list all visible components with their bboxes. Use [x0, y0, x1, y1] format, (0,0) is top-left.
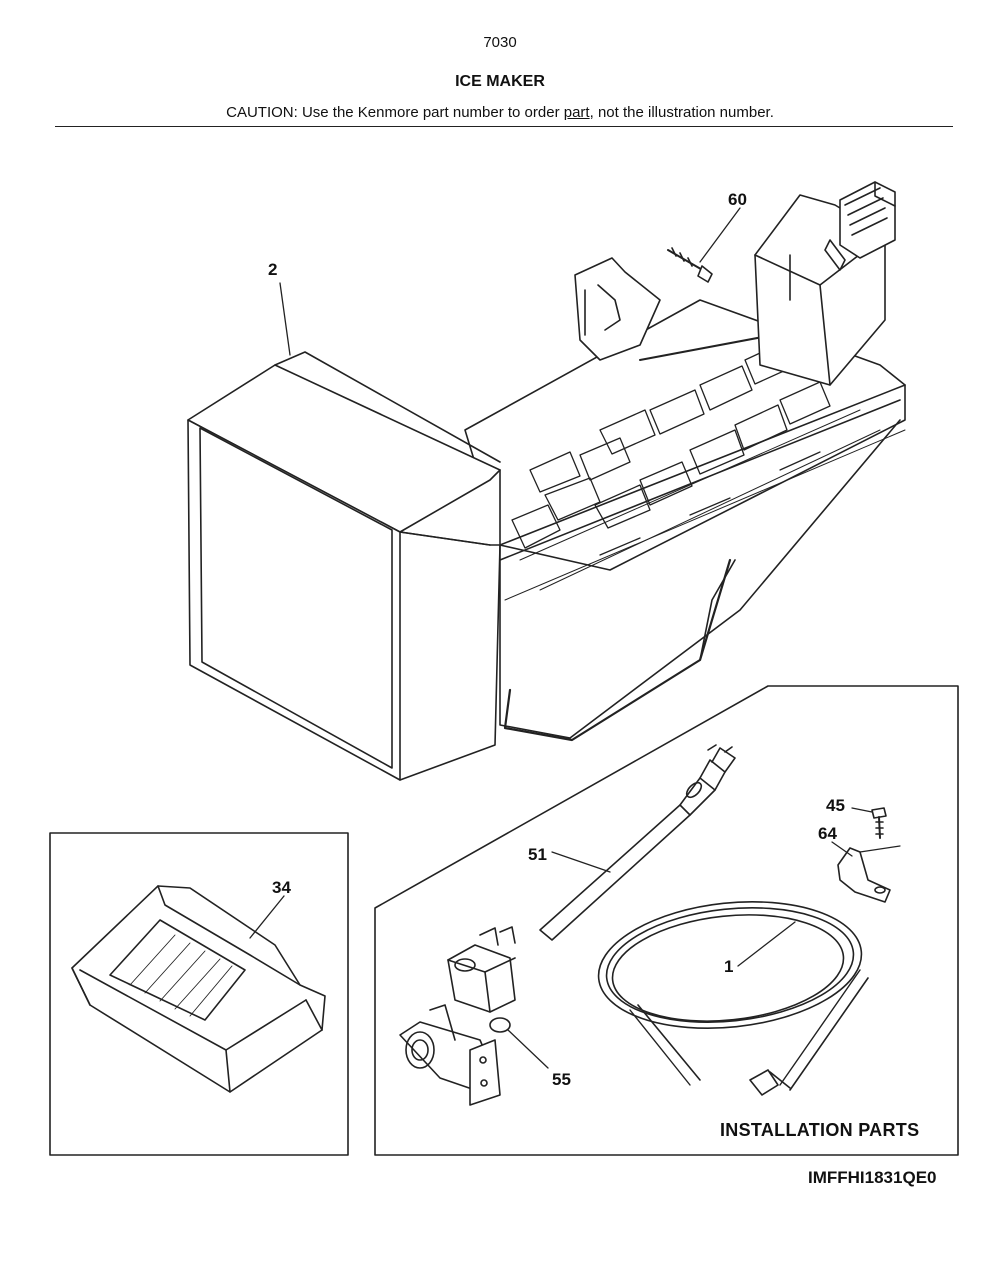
leader-1 — [737, 921, 796, 967]
leader-60 — [699, 207, 741, 263]
water-valve-55 — [399, 926, 516, 1106]
caution-text-suffix: , not the illustration number. — [589, 104, 774, 121]
leader-51 — [551, 851, 611, 873]
header-divider — [55, 126, 953, 127]
leader-64 — [831, 841, 853, 857]
caution-text-prefix: CAUTION: Use the Kenmore part number to … — [226, 104, 564, 121]
leader-55 — [507, 1029, 549, 1069]
callout-60: 60 — [728, 190, 747, 209]
callout-64: 64 — [818, 824, 837, 843]
screw-45 — [871, 807, 887, 839]
callout-2: 2 — [268, 260, 278, 279]
leader-34 — [249, 895, 285, 939]
callout-34: 34 — [272, 878, 291, 897]
page-title: ICE MAKER — [455, 73, 545, 90]
ice-bin — [71, 885, 326, 1093]
installation-parts-box — [374, 685, 959, 1156]
leader-45 — [851, 807, 873, 813]
drawing-code: IMFFHI1831QE0 — [808, 1168, 937, 1187]
fill-tube-51 — [539, 744, 736, 941]
leader-2 — [279, 282, 291, 356]
caution-part-word: part — [563, 104, 590, 121]
installation-parts-label: INSTALLATION PARTS — [720, 1120, 920, 1140]
ice-maker-assembly — [187, 181, 906, 781]
clamp-64 — [837, 845, 901, 903]
caution-note: CAUTION: Use the Kenmore part number to … — [0, 104, 1000, 121]
callout-55: 55 — [552, 1070, 571, 1089]
water-tubing-1 — [597, 901, 869, 1096]
ice-bin-box — [49, 832, 349, 1156]
page-number: 7030 — [483, 34, 517, 51]
callout-1: 1 — [724, 957, 734, 976]
callout-51: 51 — [528, 845, 547, 864]
callout-45: 45 — [826, 796, 845, 815]
